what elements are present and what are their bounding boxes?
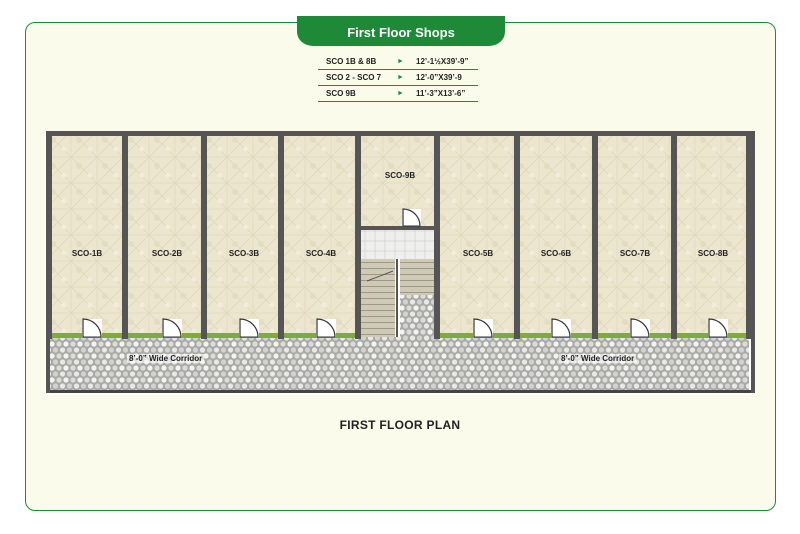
legend-name: SCO 9B — [326, 89, 356, 98]
shop-label-sco-9b: SCO-9B — [384, 171, 416, 180]
shop-floor-sco-9b — [361, 136, 434, 228]
shop-floor — [520, 136, 592, 337]
legend-size: 12’-0”X39’-9 — [416, 73, 462, 82]
plan-title: FIRST FLOOR PLAN — [339, 418, 461, 432]
wall-divider — [355, 131, 361, 339]
shop-floor — [440, 136, 514, 337]
shop-label-sco-7b: SCO-7B — [619, 249, 651, 258]
door-opening — [239, 319, 259, 337]
shop-label-sco-5b: SCO-5B — [462, 249, 494, 258]
door-opening — [162, 319, 182, 337]
wall-divider — [746, 131, 752, 339]
shop-label-sco-3b: SCO-3B — [228, 249, 260, 258]
legend-row: SCO 1B & 8B ► 12’-1½X39’-9” — [318, 54, 478, 70]
legend-size: 12’-1½X39’-9” — [416, 57, 469, 66]
corridor-label-left: 8’-0” Wide Corridor — [127, 354, 205, 363]
stair-landing — [361, 229, 434, 259]
stair-walkway — [400, 295, 437, 337]
shop-label-sco-4b: SCO-4B — [305, 249, 337, 258]
shop-door — [473, 318, 493, 338]
shop-floor — [128, 136, 201, 337]
wall-bottom — [46, 390, 754, 393]
shop-door — [82, 318, 102, 338]
door-swing-icon — [551, 318, 571, 338]
shop-floor — [598, 136, 671, 337]
arrow-right-icon: ► — [397, 74, 404, 81]
wall-stair-right — [434, 259, 437, 295]
wall-sco-9b — [358, 226, 437, 230]
wall-divider — [592, 131, 598, 339]
wall-stair-left — [358, 259, 361, 337]
legend-row: SCO 2 - SCO 7 ► 12’-0”X39’-9 — [318, 70, 478, 86]
door-opening — [316, 319, 336, 337]
door-swing-icon — [162, 318, 182, 338]
door-swing-icon — [708, 318, 728, 338]
wall-divider — [514, 131, 520, 339]
shop-door — [239, 318, 259, 338]
shop-floor — [52, 136, 122, 337]
door-swing-icon — [316, 318, 336, 338]
door-swing-icon — [239, 318, 259, 338]
shop-door — [551, 318, 571, 338]
stair-flight-left — [361, 259, 395, 337]
shop-door-sco-9b — [402, 208, 421, 227]
shop-floor — [677, 136, 746, 337]
door-opening — [402, 209, 421, 226]
wall-left — [46, 131, 50, 393]
door-swing-icon — [82, 318, 102, 338]
shop-floor — [284, 136, 355, 337]
wall-divider — [122, 131, 128, 339]
arrow-right-icon: ► — [397, 58, 404, 65]
door-swing-icon — [630, 318, 650, 338]
legend-row: SCO 9B ► 11’-3”X13’-6” — [318, 86, 478, 102]
stair-flight-right — [400, 259, 434, 295]
corridor-label-right: 8’-0” Wide Corridor — [559, 354, 637, 363]
legend-size: 11’-3”X13’-6” — [416, 89, 466, 98]
door-opening — [82, 319, 102, 337]
shop-floor — [207, 136, 278, 337]
shop-door — [162, 318, 182, 338]
shop-door — [708, 318, 728, 338]
stair-break-line — [366, 270, 394, 282]
wall-divider — [434, 131, 440, 339]
wall-right — [751, 131, 755, 393]
door-opening — [473, 319, 493, 337]
shop-label-sco-2b: SCO-2B — [151, 249, 183, 258]
wall-divider — [671, 131, 677, 339]
shop-label-sco-1b: SCO-1B — [71, 249, 103, 258]
door-swing-icon — [473, 318, 493, 338]
corridor-floor — [49, 337, 749, 393]
legend-name: SCO 2 - SCO 7 — [326, 73, 382, 82]
header-title: First Floor Shops — [297, 16, 505, 46]
shop-door — [630, 318, 650, 338]
floor-plan: SCO-1B SCO-2B SCO-3B SCO-4B SCO-9B SCO-5… — [45, 131, 755, 395]
door-opening — [551, 319, 571, 337]
door-opening — [708, 319, 728, 337]
shop-door — [316, 318, 336, 338]
wall-divider — [278, 131, 284, 339]
size-legend: SCO 1B & 8B ► 12’-1½X39’-9” SCO 2 - SCO … — [318, 54, 478, 102]
floor-plan-drawing — [46, 131, 755, 393]
arrow-right-icon: ► — [397, 90, 404, 97]
wall-top — [46, 131, 754, 136]
door-opening — [630, 319, 650, 337]
shop-label-sco-6b: SCO-6B — [540, 249, 572, 258]
door-swing-icon — [402, 208, 421, 227]
legend-name: SCO 1B & 8B — [326, 57, 377, 66]
shop-label-sco-8b: SCO-8B — [697, 249, 729, 258]
wall-divider — [201, 131, 207, 339]
